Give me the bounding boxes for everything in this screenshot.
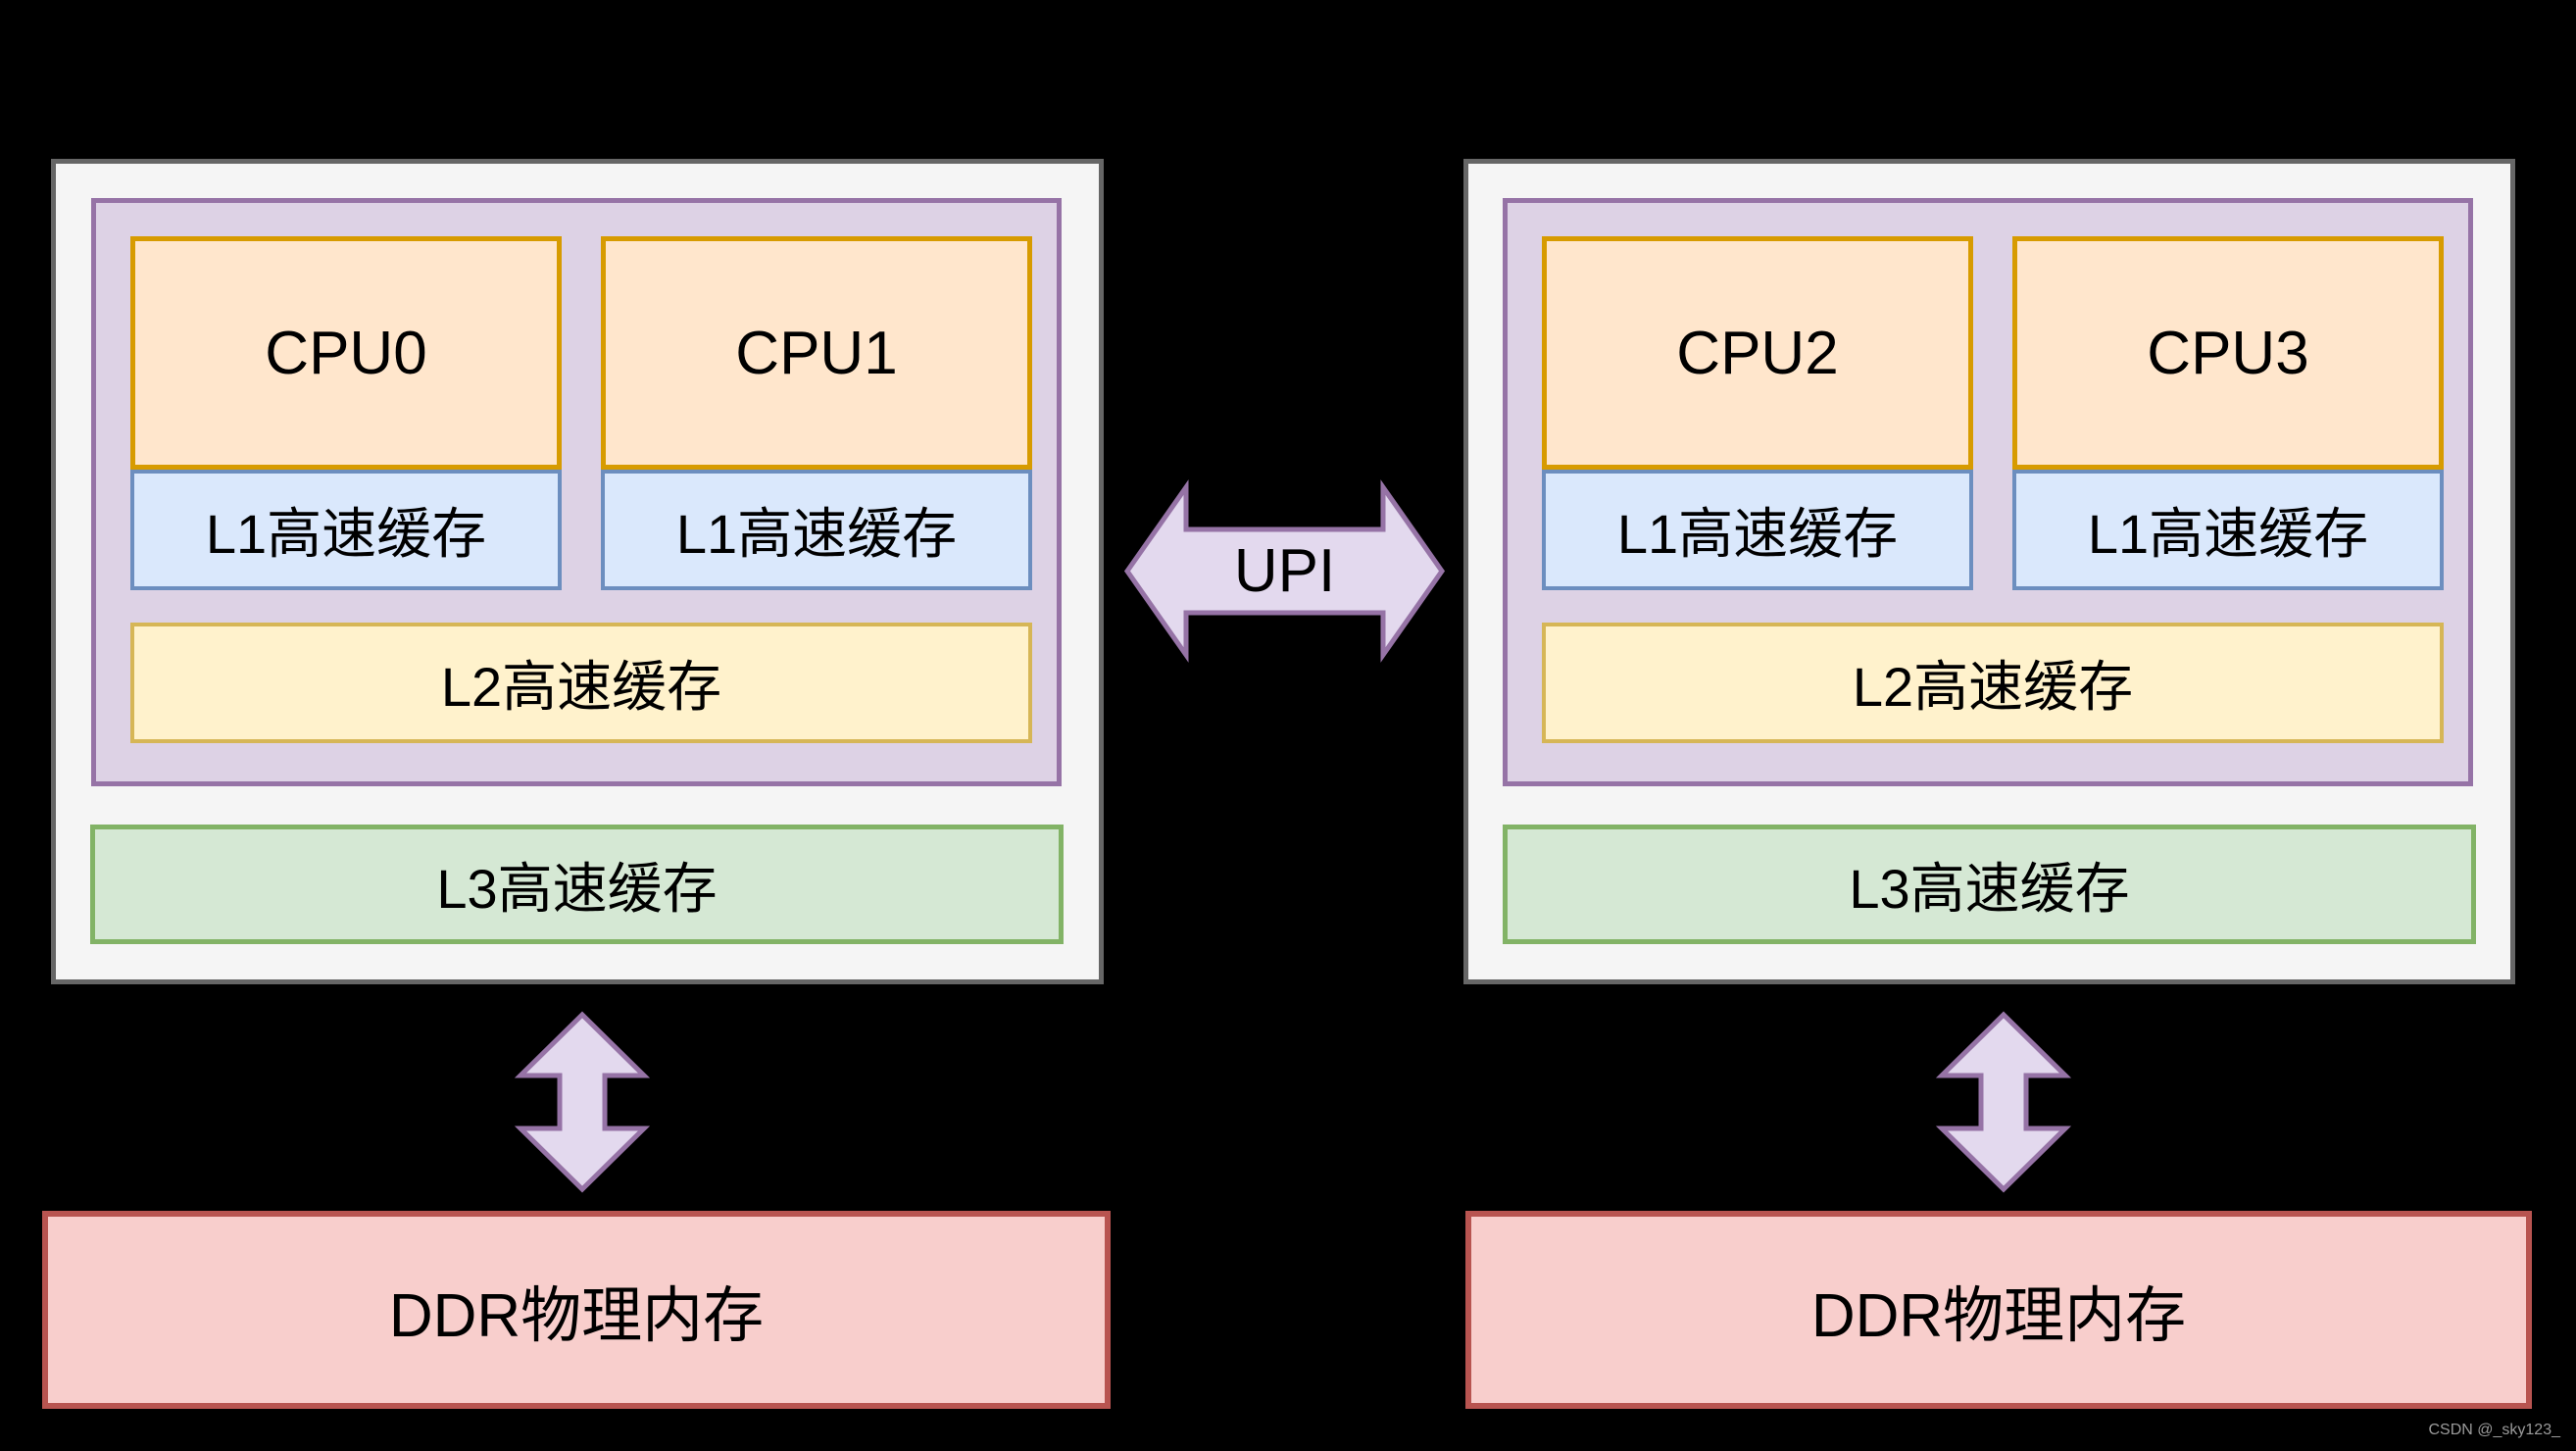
cpu3-box: CPU3 [2012,236,2444,470]
l1-cache-box-cpu3: L1高速缓存 [2012,470,2444,590]
cpu1-box: CPU1 [601,236,1032,470]
memory-arrow-left [514,1011,651,1193]
l2-cache-box-right: L2高速缓存 [1542,623,2444,743]
upi-interconnect-arrow: UPI [1123,479,1446,663]
cpu2-box: CPU2 [1542,236,1973,470]
ddr-memory-label: DDR物理内存 [1810,1282,2187,1350]
l1-cache-label: L1高速缓存 [205,503,487,565]
l3-cache-label: L3高速缓存 [1849,857,2130,920]
l1-cache-box-cpu1: L1高速缓存 [601,470,1032,590]
memory-arrow-right [1935,1011,2072,1193]
cpu-cluster-left: CPU0 L1高速缓存 CPU1 L1高速缓存 L2高速缓存 [91,198,1062,786]
cpu3-label: CPU3 [2147,319,2309,387]
l1-cache-label: L1高速缓存 [2087,503,2369,565]
cpu-cluster-right: CPU2 L1高速缓存 CPU3 L1高速缓存 L2高速缓存 [1503,198,2473,786]
l2-cache-box-left: L2高速缓存 [130,623,1032,743]
l1-cache-label: L1高速缓存 [1616,503,1899,565]
cpu2-label: CPU2 [1676,319,1839,387]
csdn-watermark: CSDN @_sky123_ [2428,1422,2560,1438]
ddr-memory-box-left: DDR物理内存 [42,1211,1111,1409]
double-arrow-vertical-icon [514,1011,651,1193]
double-arrow-vertical-icon [1935,1011,2072,1193]
socket-left: CPU0 L1高速缓存 CPU1 L1高速缓存 L2高速缓存 L3高速缓存 [51,159,1104,984]
l2-cache-label: L2高速缓存 [440,656,722,718]
l1-cache-label: L1高速缓存 [675,503,958,565]
l1-cache-box-cpu0: L1高速缓存 [130,470,562,590]
ddr-memory-box-right: DDR物理内存 [1465,1211,2532,1409]
l3-cache-box-right: L3高速缓存 [1503,825,2476,944]
l3-cache-box-left: L3高速缓存 [90,825,1064,944]
l1-cache-box-cpu2: L1高速缓存 [1542,470,1973,590]
ddr-memory-label: DDR物理内存 [388,1282,765,1350]
double-arrow-horizontal-icon [1123,479,1446,663]
socket-right: CPU2 L1高速缓存 CPU3 L1高速缓存 L2高速缓存 L3高速缓存 [1463,159,2515,984]
l3-cache-label: L3高速缓存 [436,857,718,920]
cpu0-label: CPU0 [265,319,427,387]
cpu0-box: CPU0 [130,236,562,470]
upi-label: UPI [1233,537,1336,605]
cpu1-label: CPU1 [735,319,898,387]
l2-cache-label: L2高速缓存 [1852,656,2134,718]
